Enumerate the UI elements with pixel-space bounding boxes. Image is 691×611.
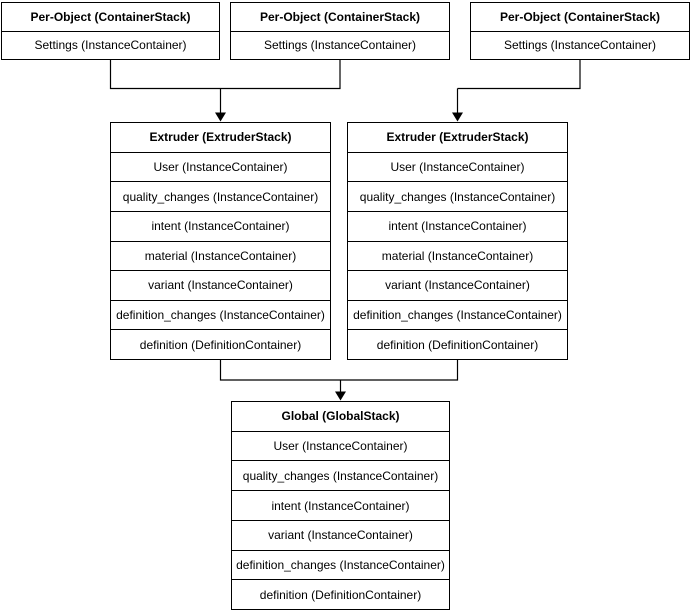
extruder-2-title: Extruder (ExtruderStack) <box>386 130 529 145</box>
extruder-1-row-intent: intent (InstanceContainer) <box>111 210 330 241</box>
per-object-1-row-settings: Settings (InstanceContainer) <box>2 30 219 60</box>
global-row-user: User (InstanceContainer) <box>232 430 449 461</box>
global-title: Global (GlobalStack) <box>281 409 400 424</box>
per-object-3-title: Per-Object (ContainerStack) <box>499 9 661 24</box>
connector-extruder-2-to-global <box>340 360 459 381</box>
global-row-variant: variant (InstanceContainer) <box>232 519 449 550</box>
per-object-3-box: Per-Object (ContainerStack) Settings (In… <box>470 2 690 60</box>
global-box: Global (GlobalStack) User (InstanceConta… <box>231 401 450 610</box>
extruder-1-box: Extruder (ExtruderStack) User (InstanceC… <box>110 122 331 360</box>
extruder-2-row-variant: variant (InstanceContainer) <box>348 270 567 300</box>
extruder-2-row-definition: definition (DefinitionContainer) <box>348 329 567 359</box>
connector-per-object-2-to-extruder-1 <box>220 60 341 90</box>
extruder-2-row-intent: intent (InstanceContainer) <box>348 210 567 241</box>
extruder-2-row-user: User (InstanceContainer) <box>348 151 567 182</box>
arrowhead-into-extruder-1 <box>215 112 226 122</box>
extruder-1-row-quality-changes: quality_changes (InstanceContainer) <box>111 181 330 211</box>
connector-per-object-1-to-extruder-1 <box>109 60 221 90</box>
per-object-1-box: Per-Object (ContainerStack) Settings (In… <box>1 2 220 60</box>
global-row-intent: intent (InstanceContainer) <box>232 490 449 520</box>
global-row-quality-changes: quality_changes (InstanceContainer) <box>232 460 449 490</box>
extruder-1-row-definition-changes: definition_changes (InstanceContainer) <box>111 299 330 330</box>
extruder-1-row-variant: variant (InstanceContainer) <box>111 270 330 300</box>
extruder-2-row-definition-changes: definition_changes (InstanceContainer) <box>348 299 567 330</box>
extruder-1-title: Extruder (ExtruderStack) <box>149 130 292 145</box>
per-object-2-box: Per-Object (ContainerStack) Settings (In… <box>230 2 450 60</box>
arrowhead-into-extruder-2 <box>452 112 463 122</box>
extruder-1-row-definition: definition (DefinitionContainer) <box>111 329 330 359</box>
extruder-2-row-material: material (InstanceContainer) <box>348 240 567 271</box>
connector-per-object-3-to-extruder-2 <box>457 60 581 90</box>
global-row-definition-changes: definition_changes (InstanceContainer) <box>232 549 449 580</box>
extruder-1-row-material: material (InstanceContainer) <box>111 240 330 271</box>
extruder-1-row-user: User (InstanceContainer) <box>111 151 330 182</box>
per-object-2-row-settings: Settings (InstanceContainer) <box>231 30 449 60</box>
extruder-2-row-quality-changes: quality_changes (InstanceContainer) <box>348 181 567 211</box>
global-row-definition: definition (DefinitionContainer) <box>232 579 449 609</box>
arrowhead-into-global <box>335 391 346 401</box>
per-object-3-row-settings: Settings (InstanceContainer) <box>471 30 689 60</box>
extruder-2-box: Extruder (ExtruderStack) User (InstanceC… <box>347 122 568 360</box>
per-object-2-title: Per-Object (ContainerStack) <box>259 9 421 24</box>
connector-extruder-1-to-global <box>219 360 341 381</box>
per-object-1-title: Per-Object (ContainerStack) <box>30 9 191 24</box>
